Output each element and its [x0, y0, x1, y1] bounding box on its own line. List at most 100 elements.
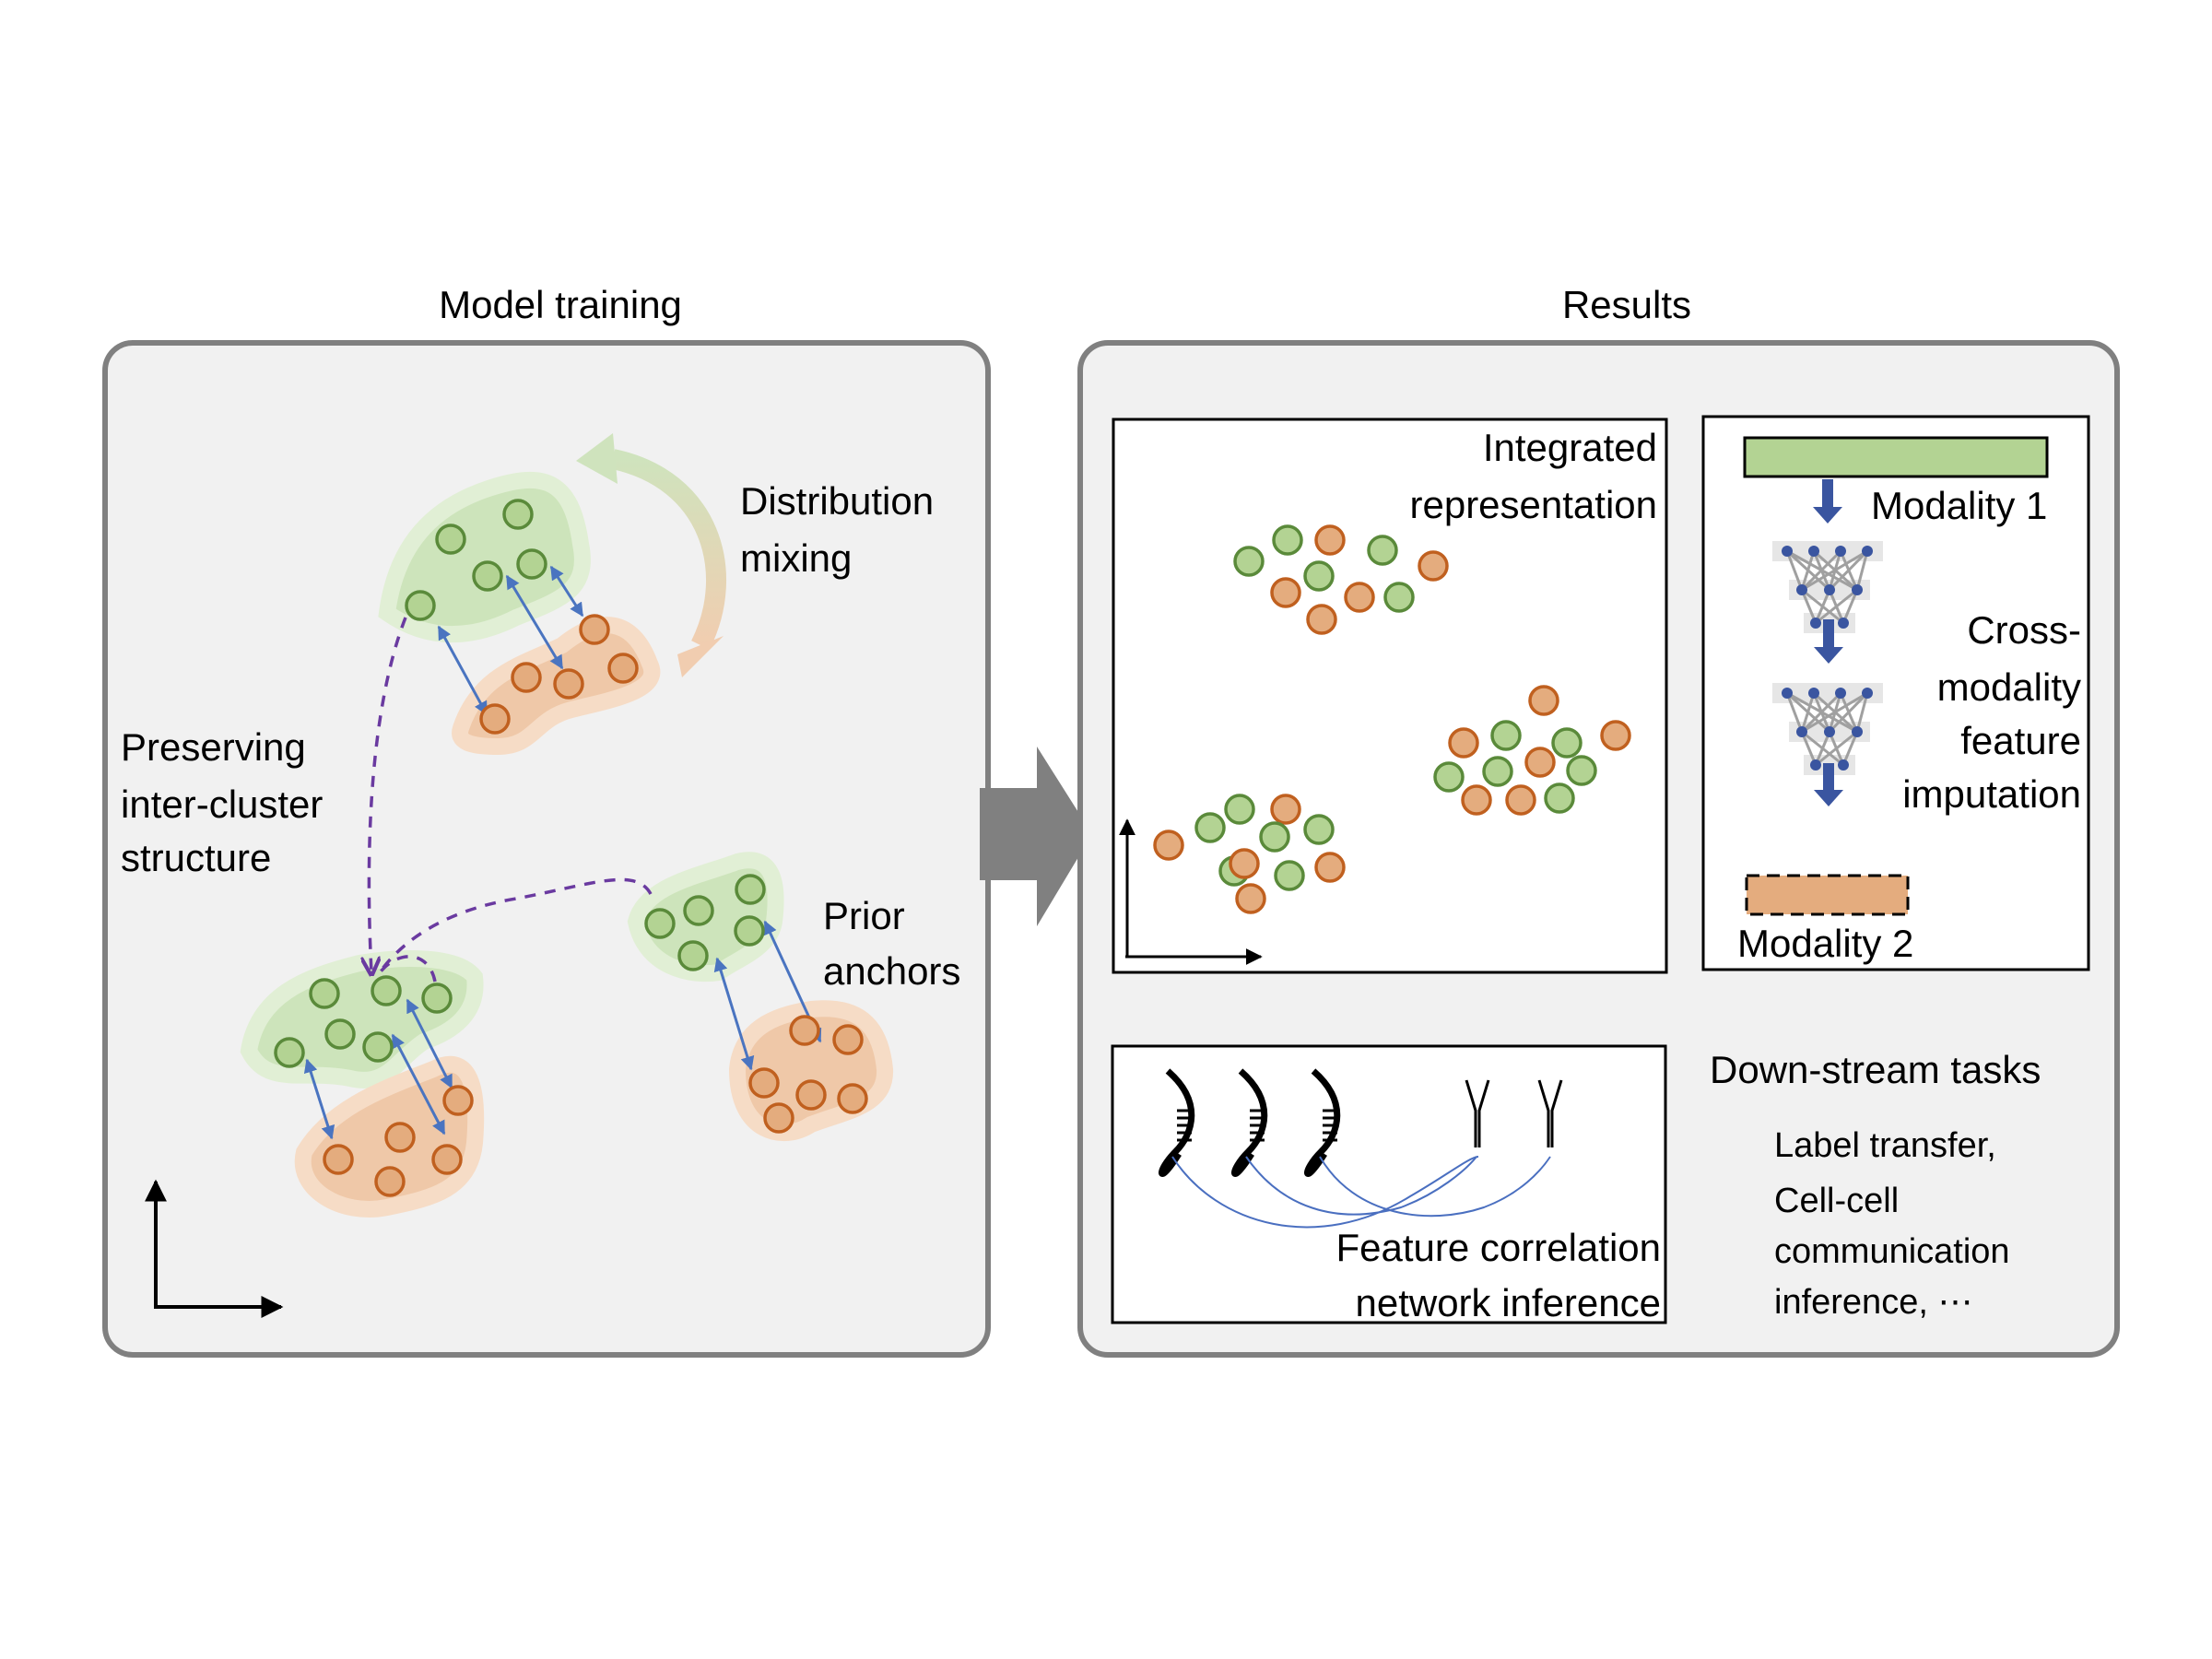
label-downstream-title: Down-stream tasks: [1710, 1048, 2041, 1091]
left-axes: [145, 1179, 284, 1318]
prior-anchor-arrows: [303, 565, 822, 1140]
green-cell: [1303, 560, 1335, 592]
nn-layer-band: [1772, 541, 1883, 561]
green-cell: [1367, 535, 1398, 566]
nn-node: [1796, 726, 1807, 737]
nn-edge: [1841, 731, 1859, 766]
green-cell: [472, 560, 503, 592]
green-cell: [1224, 794, 1255, 825]
orange-cell: [442, 1085, 474, 1116]
flow-arrow-shaft: [1823, 763, 1834, 792]
antibody-icon: [1537, 1079, 1563, 1147]
green-cell: [1490, 720, 1522, 751]
orange-cell: [1153, 830, 1184, 861]
orange-cell: [553, 668, 584, 700]
network-inference-box: [1111, 1044, 1667, 1324]
orange-cell: [1528, 685, 1559, 716]
correlation-edge: [1319, 1156, 1551, 1218]
cluster-blob-green: [240, 950, 484, 1088]
nn-edge: [1800, 589, 1818, 624]
green-cell: [516, 548, 547, 580]
correlation-edge: [1171, 1156, 1479, 1229]
dna-helix-icon: [1304, 1068, 1341, 1177]
nn-node: [1796, 584, 1807, 595]
green-cell: [502, 499, 534, 530]
nn-edge: [1814, 589, 1831, 624]
flow-arrow-head: [1813, 507, 1842, 524]
nn-edge: [1800, 691, 1842, 734]
orange-cell: [1448, 727, 1479, 759]
orange-cell: [1524, 747, 1556, 778]
orange-cell: [384, 1122, 416, 1153]
orange-cell: [1306, 604, 1337, 635]
nn-node: [1838, 618, 1849, 629]
orange-cell: [1229, 848, 1260, 879]
orange-cell: [1505, 784, 1536, 816]
nn-edge: [1855, 692, 1869, 733]
label-modality-2: Modality 2: [1737, 922, 1913, 965]
nn-edge: [1800, 549, 1842, 592]
nn-node: [1808, 546, 1819, 557]
green-cell: [1303, 814, 1335, 845]
nn-node: [1824, 726, 1835, 737]
nn-edge: [1785, 692, 1804, 733]
nn-node: [1835, 546, 1846, 557]
nn-edge: [1828, 549, 1869, 592]
nn-node: [1808, 688, 1819, 699]
orange-cell: [1235, 883, 1266, 914]
left-panel-title: Model training: [439, 283, 682, 326]
modality2-bar: [1745, 874, 1910, 916]
green-cell: [1544, 782, 1575, 814]
left-cells: [274, 499, 868, 1197]
nn-node: [1835, 688, 1846, 699]
green-cell: [362, 1031, 394, 1063]
green-cell: [1482, 756, 1513, 787]
green-cell: [324, 1018, 356, 1050]
nn-node: [1852, 584, 1863, 595]
nn-node: [1862, 546, 1873, 557]
green-cell: [1259, 821, 1290, 853]
dna-helix-icon: [1231, 1068, 1268, 1177]
orange-cell: [748, 1067, 780, 1099]
orange-cell: [1600, 720, 1631, 751]
green-cell: [1433, 761, 1465, 793]
nn-node: [1782, 546, 1793, 557]
orange-cell: [374, 1166, 406, 1197]
integrated-axes: [1119, 818, 1263, 965]
modality1-bar: [1743, 436, 2049, 478]
nn-edge: [1855, 550, 1869, 591]
green-cell: [677, 940, 709, 971]
flow-arrow-head: [1814, 647, 1843, 664]
orange-cell: [607, 653, 639, 684]
nn-edge: [1800, 692, 1816, 733]
green-cell: [1551, 727, 1583, 759]
nn-edge: [1800, 550, 1816, 591]
integrated-representation-box: [1112, 418, 1668, 974]
nn-edge: [1815, 730, 1858, 767]
orange-cell: [789, 1015, 820, 1046]
orange-cell: [1314, 852, 1346, 883]
orange-cell: [1418, 550, 1449, 582]
orange-cell: [832, 1024, 864, 1055]
nn-node: [1838, 759, 1849, 771]
antibody-icon: [1465, 1079, 1490, 1147]
green-cell: [735, 874, 766, 905]
green-cell: [405, 590, 436, 621]
green-cell: [1194, 812, 1226, 843]
nn-edge: [1828, 691, 1869, 734]
nn-node: [1862, 688, 1873, 699]
orange-cell: [479, 703, 511, 735]
green-cell: [371, 975, 402, 1006]
orange-cell: [837, 1083, 868, 1114]
label-modality-1: Modality 1: [1871, 484, 2047, 527]
right-panel-title: Results: [1562, 283, 1691, 326]
nn-edge: [1814, 731, 1831, 766]
